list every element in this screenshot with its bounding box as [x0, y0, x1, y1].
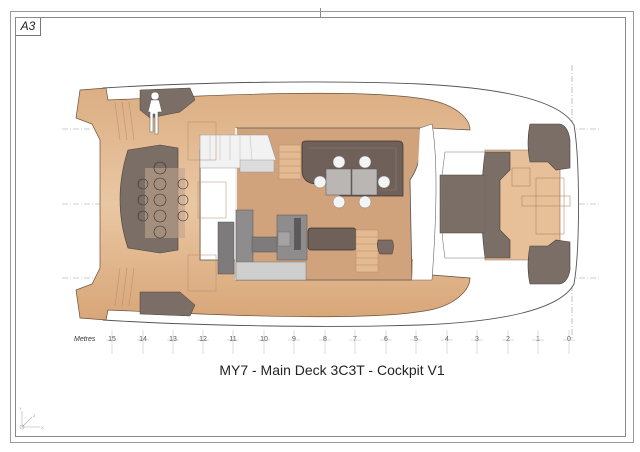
galley	[217, 209, 308, 281]
axes-indicator-icon: Y X Z	[19, 406, 44, 430]
aft-dining-chairs	[137, 161, 189, 239]
swim-platform-lines	[114, 101, 227, 307]
saloon-dining-table	[313, 155, 391, 209]
bow-details	[511, 167, 571, 235]
forward-cockpit-well	[440, 151, 486, 259]
forward-sunbed	[481, 151, 511, 259]
drawing-frame-outer	[10, 11, 634, 443]
person-figure	[147, 91, 163, 135]
sheet-size-label: A3	[16, 18, 41, 36]
saloon-bench	[307, 227, 357, 251]
svg-text:Y: Y	[19, 406, 22, 411]
svg-text:Z: Z	[33, 413, 36, 418]
scale-crosshairs	[106, 330, 575, 354]
saloon-chairs	[313, 155, 391, 209]
forward-sunbed-pad	[439, 174, 486, 234]
frame-center-tick	[320, 8, 321, 18]
port-hull-stairs	[278, 144, 302, 180]
aft-starboard-cushion	[139, 291, 196, 317]
scale-label: Metres	[74, 336, 96, 343]
drawing-frame-inner	[15, 17, 626, 437]
drawing-title-text: MY7 - Main Deck 3C3T - Cockpit V1	[219, 362, 445, 378]
bow-cushion-port	[527, 123, 571, 171]
helm-seat	[377, 239, 394, 255]
starboard-hull-stairs	[355, 229, 379, 273]
drawing-title: MY7 - Main Deck 3C3T - Cockpit V1	[0, 362, 640, 378]
windscreen	[412, 123, 437, 281]
bow-cushion-starboard	[527, 239, 571, 285]
svg-text:X: X	[41, 425, 44, 430]
flybridge-stairs	[199, 134, 277, 173]
metre-scale: Metres 15 14 13 12 11 10 9 8 7 6 5 4 3 2…	[0, 330, 640, 354]
